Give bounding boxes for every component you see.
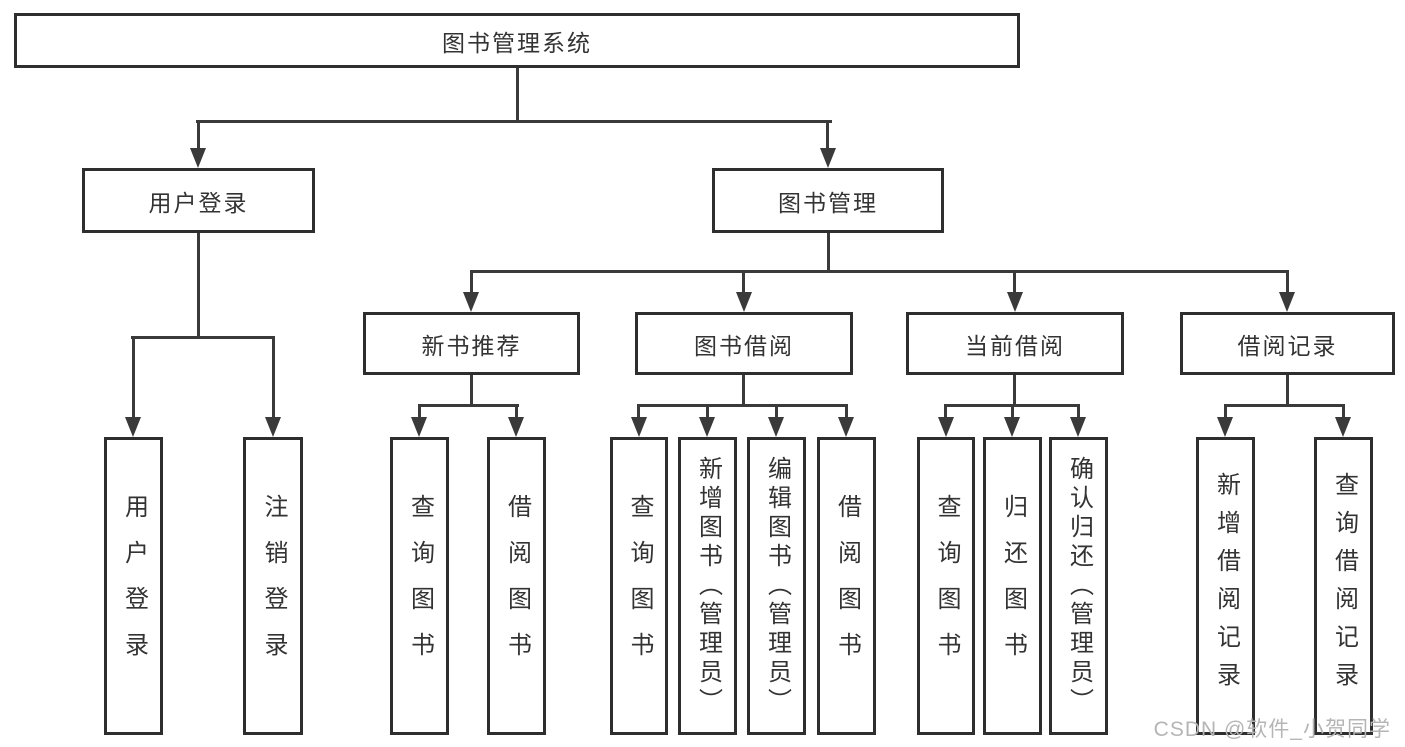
leaf-label: 用户登录 — [120, 494, 148, 678]
connector-stem — [1342, 404, 1345, 419]
node-user-login: 用户登录 — [82, 168, 315, 233]
leaf-label: 查询借阅记录 — [1330, 472, 1358, 700]
node-borrowing-records: 借阅记录 — [1180, 312, 1395, 375]
node-book-management: 图书管理 — [712, 168, 944, 233]
connector-stem — [1011, 404, 1014, 419]
leaf-borrow-add-book-admin: 新增图书（管理员） — [678, 437, 737, 735]
arrow-down-icon — [125, 417, 141, 437]
connector-level3-bus — [470, 270, 1289, 273]
node-library-management-system: 图书管理系统 — [14, 13, 1020, 68]
connector-stem — [706, 404, 709, 419]
leaf-label: 注销登录 — [260, 494, 287, 678]
arrow-down-icon — [699, 417, 715, 437]
connector-rec-stem — [470, 375, 473, 406]
leaf-label: 查询图书 — [933, 494, 960, 678]
connector-current-stem — [1013, 375, 1016, 406]
leaf-label: 编辑图书（管理员） — [763, 455, 791, 717]
arrow-down-icon — [736, 292, 752, 312]
node-new-book-recommendation: 新书推荐 — [363, 312, 580, 375]
connector-stem — [742, 270, 745, 294]
arrow-down-icon — [265, 417, 281, 437]
connector-bookmgmt-stem — [827, 233, 830, 272]
arrow-down-icon — [463, 292, 479, 312]
leaf-login-logout: 注销登录 — [243, 437, 303, 735]
csdn-watermark: CSDN @软件_小贺同学 — [1153, 718, 1391, 741]
connector-stem — [1224, 404, 1227, 419]
connector-stem — [418, 404, 421, 419]
leaf-label: 归还图书 — [999, 494, 1027, 678]
arrow-down-icon — [938, 417, 954, 437]
leaf-borrow-edit-book-admin: 编辑图书（管理员） — [747, 437, 806, 735]
arrow-down-icon — [1007, 292, 1023, 312]
leaf-label: 查询图书 — [406, 494, 434, 678]
leaf-rec-query-book: 查询图书 — [390, 437, 449, 735]
connector-level2-bus — [196, 120, 832, 123]
connector-records-bus — [1224, 404, 1345, 407]
connector-records-stem — [1286, 375, 1289, 406]
node-label: 图书借阅 — [694, 332, 794, 359]
connector-stem — [637, 404, 640, 419]
connector-root-stem — [516, 68, 519, 122]
leaf-current-query-book: 查询图书 — [917, 437, 975, 735]
node-label: 借阅记录 — [1237, 332, 1338, 359]
arrow-down-icon — [190, 148, 206, 168]
arrow-down-icon — [820, 148, 836, 168]
leaf-label: 确认归还（管理员） — [1065, 455, 1093, 717]
leaf-label: 查询图书 — [626, 494, 653, 678]
leaf-borrow-query-book: 查询图书 — [610, 437, 668, 735]
arrow-down-icon — [631, 417, 647, 437]
node-label: 新书推荐 — [421, 332, 522, 359]
connector-borrow-stem — [742, 375, 745, 406]
node-label: 图书管理系统 — [442, 29, 592, 56]
connector-rec-bus — [418, 404, 519, 407]
arrow-down-icon — [1070, 417, 1086, 437]
connector-stem — [1077, 404, 1080, 419]
arrow-down-icon — [1004, 417, 1020, 437]
leaf-label: 借阅图书 — [503, 494, 531, 678]
leaf-records-add-record: 新增借阅记录 — [1196, 437, 1255, 735]
arrow-down-icon — [1217, 417, 1233, 437]
node-label: 当前借阅 — [965, 332, 1065, 359]
connector-stem — [272, 336, 275, 419]
connector-stem — [775, 404, 778, 419]
leaf-current-confirm-return-admin: 确认归还（管理员） — [1049, 437, 1108, 735]
node-book-borrowing: 图书借阅 — [635, 312, 853, 375]
node-label: 图书管理 — [778, 189, 878, 216]
leaf-rec-borrow-book: 借阅图书 — [487, 437, 546, 735]
connector-stem — [826, 120, 829, 150]
connector-userlogin-bus — [131, 336, 275, 339]
leaf-label: 新增借阅记录 — [1212, 472, 1240, 700]
leaf-current-return-book: 归还图书 — [983, 437, 1042, 735]
connector-stem — [1013, 270, 1016, 294]
connector-userlogin-stem — [197, 233, 200, 338]
connector-stem — [132, 336, 135, 419]
connector-stem — [470, 270, 473, 294]
connector-stem — [515, 404, 518, 419]
arrow-down-icon — [411, 417, 427, 437]
node-label: 用户登录 — [148, 189, 249, 216]
connector-stem — [197, 120, 200, 150]
connector-stem — [944, 404, 947, 419]
leaf-borrow-borrow-book: 借阅图书 — [817, 437, 876, 735]
arrow-down-icon — [1335, 417, 1351, 437]
leaf-login-user-login: 用户登录 — [104, 437, 163, 735]
connector-borrow-bus — [637, 404, 848, 407]
arrow-down-icon — [1279, 292, 1295, 312]
node-current-borrowing: 当前借阅 — [906, 312, 1124, 375]
connector-stem — [1286, 270, 1289, 294]
arrow-down-icon — [508, 417, 524, 437]
connector-stem — [845, 404, 848, 419]
leaf-records-query-record: 查询借阅记录 — [1314, 437, 1373, 735]
arrow-down-icon — [768, 417, 784, 437]
arrow-down-icon — [838, 417, 854, 437]
leaf-label: 借阅图书 — [833, 494, 861, 678]
leaf-label: 新增图书（管理员） — [694, 455, 722, 717]
